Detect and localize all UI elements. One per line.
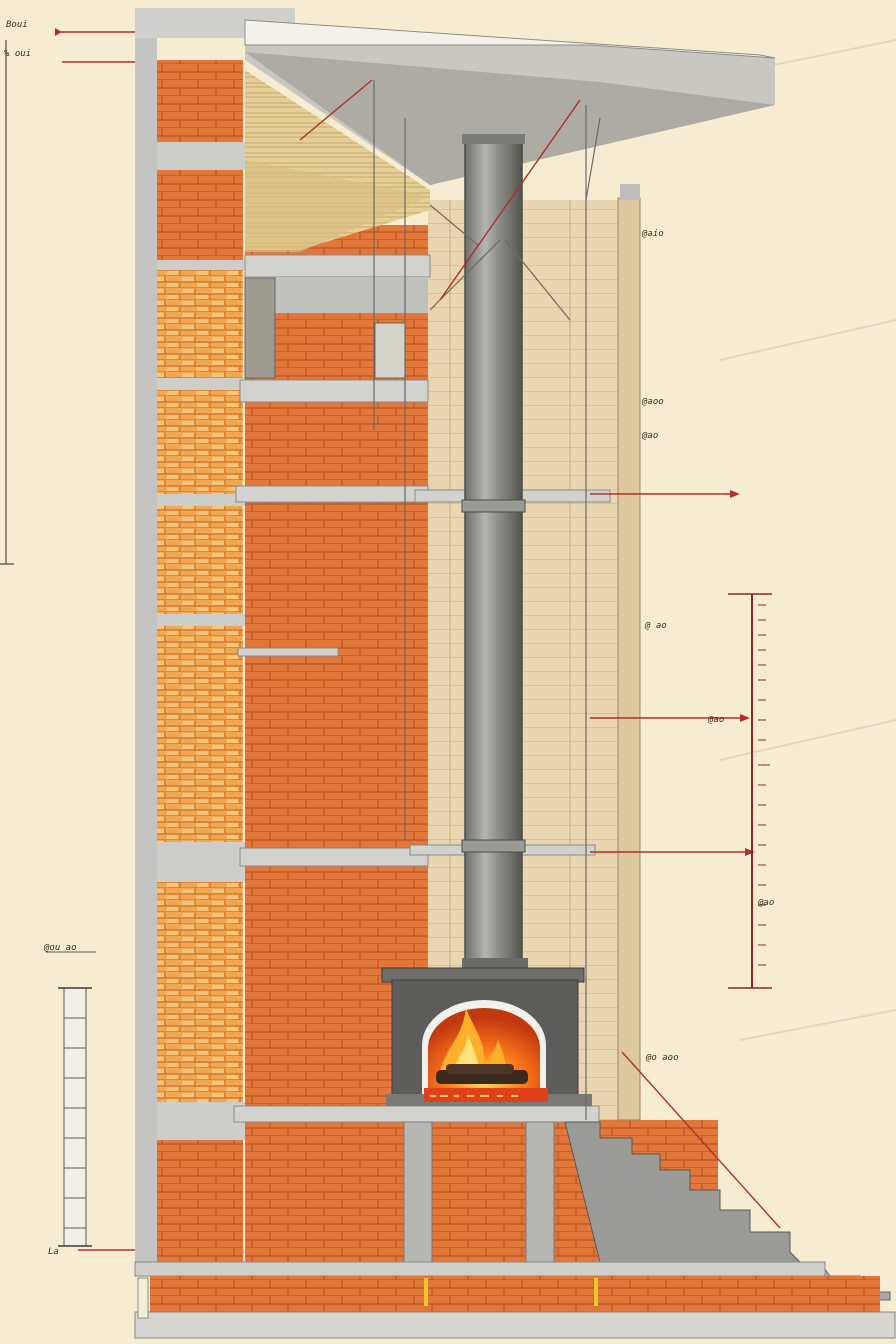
flue-collar-1: [461, 499, 526, 513]
foundation-base: [134, 1311, 896, 1339]
foundation-mark-right: [594, 1278, 598, 1306]
outer-wall-concrete: [135, 8, 157, 1274]
annot-right-3: @ao: [641, 431, 658, 441]
upper-door: [244, 277, 276, 379]
annot-top-left-a: Boui: [6, 20, 28, 30]
left-brick-column: [157, 60, 243, 1262]
annot-right-1: @aio: [641, 229, 664, 239]
flue-collar-2: [461, 839, 526, 853]
annot-right-4: @ ao: [644, 621, 667, 631]
foundation-mark-mid: [424, 1278, 428, 1306]
annot-left-scale-label: @ou ao: [43, 943, 77, 953]
flue-pipe: [464, 139, 523, 971]
annot-right-2: @aoo: [641, 397, 664, 407]
upper-window: [374, 322, 406, 379]
annot-hearth-label: @o aoo: [645, 1053, 679, 1063]
beige-wall-edge: [617, 197, 641, 1121]
annot-bottom-left: La: [48, 1247, 59, 1257]
leader-lines-gray: [373, 80, 601, 1120]
flue-cap: [462, 134, 525, 144]
foundation-slab: [134, 1261, 826, 1277]
support-post-left: [403, 1121, 433, 1263]
left-vertical-dimension: [0, 40, 14, 565]
annot-right-5: @ao: [707, 715, 724, 725]
roof-slab-underside: [245, 52, 775, 185]
annot-right-6: @ao: [757, 898, 774, 908]
wall-top-cap: [620, 184, 640, 200]
right-vertical-scale: [728, 593, 772, 989]
annot-top-left-b: % oui: [4, 49, 31, 59]
leader-lines-red: [55, 31, 781, 1251]
firebox: [381, 967, 592, 1106]
fire-icon: [424, 1008, 548, 1102]
support-post-right: [525, 1121, 555, 1263]
left-scale-bar: [46, 951, 96, 1247]
paper-streak: [699, 39, 896, 1041]
stair-flight: [564, 1121, 802, 1263]
red-arrowheads: [55, 28, 755, 856]
foundation-mark-left: [137, 1277, 149, 1319]
foundation-brick: [150, 1276, 880, 1312]
roof-top-edge: [244, 19, 776, 59]
attic-timber-shade: [245, 160, 430, 252]
